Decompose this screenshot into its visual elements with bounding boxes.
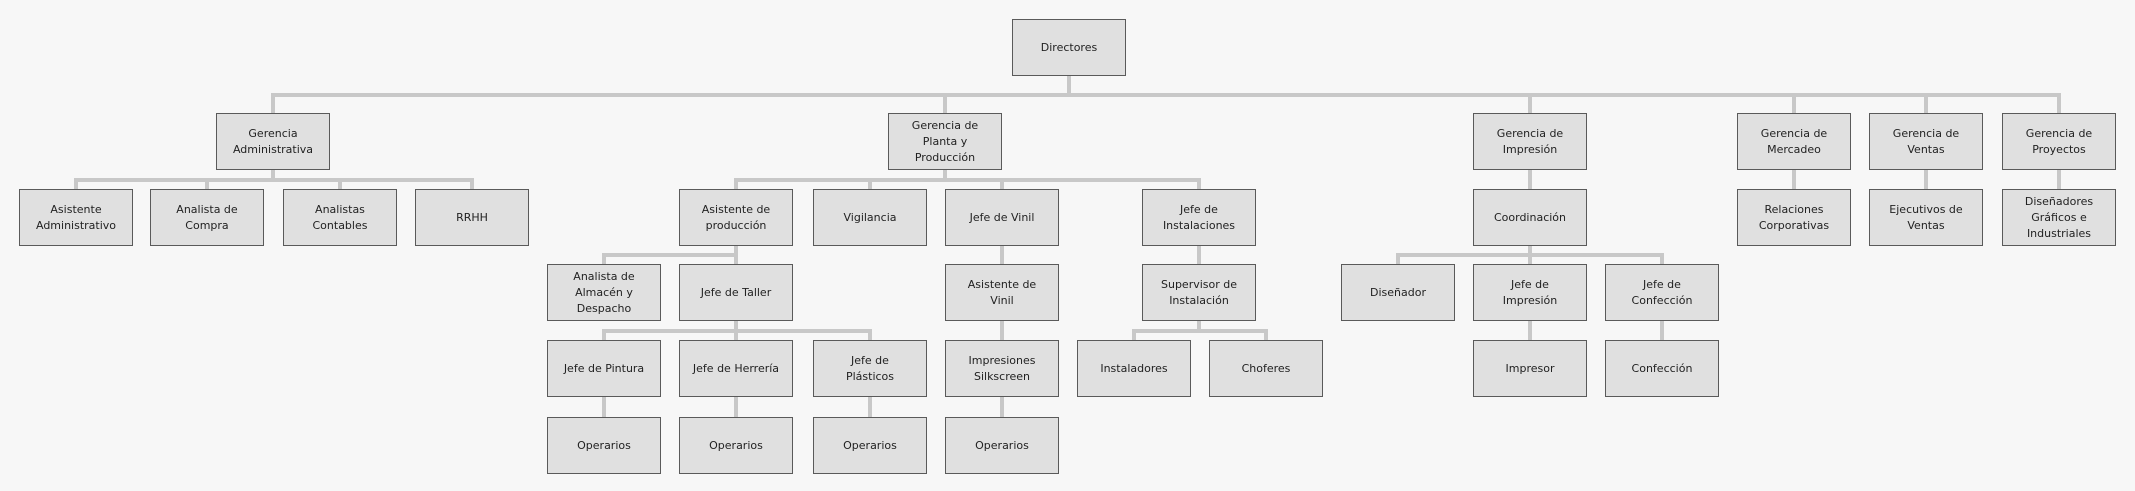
org-node-jpin: Jefe de Pintura: [547, 340, 661, 397]
org-node-rrhh: RRHH: [415, 189, 529, 246]
org-node-analm: Analista de Almacén y Despacho: [547, 264, 661, 321]
org-node-jpla: Jefe de Plásticos: [813, 340, 927, 397]
org-node-gven: Gerencia de Ventas: [1869, 113, 1983, 170]
org-node-jvin: Jefe de Vinil: [945, 189, 1059, 246]
org-node-op1: Operarios: [547, 417, 661, 474]
org-node-gpro: Gerencia de Proyectos: [2002, 113, 2116, 170]
org-node-op2: Operarios: [679, 417, 793, 474]
org-node-vigi: Vigilancia: [813, 189, 927, 246]
org-node-op3: Operarios: [813, 417, 927, 474]
org-node-aspro: Asistente de producción: [679, 189, 793, 246]
org-node-silk: Impresiones Silkscreen: [945, 340, 1059, 397]
org-node-disn: Diseñador: [1341, 264, 1455, 321]
org-node-ejv: Ejecutivos de Ventas: [1869, 189, 1983, 246]
org-node-gadm: Gerencia Administrativa: [216, 113, 330, 170]
org-node-inst: Instaladores: [1077, 340, 1191, 397]
org-node-ancon: Analistas Contables: [283, 189, 397, 246]
org-node-sup: Supervisor de Instalación: [1142, 264, 1256, 321]
org-node-dis: Diseñadores Gráficos e Industriales: [2002, 189, 2116, 246]
org-node-gmer: Gerencia de Mercadeo: [1737, 113, 1851, 170]
org-node-jher: Jefe de Herrería: [679, 340, 793, 397]
org-node-gpla: Gerencia de Planta y Producción: [888, 113, 1002, 170]
org-node-chof: Choferes: [1209, 340, 1323, 397]
org-node-op4: Operarios: [945, 417, 1059, 474]
org-node-jins: Jefe de Instalaciones: [1142, 189, 1256, 246]
org-node-coor: Coordinación: [1473, 189, 1587, 246]
org-node-impr: Impresor: [1473, 340, 1587, 397]
org-node-asadm: Asistente Administrativo: [19, 189, 133, 246]
org-node-asvin: Asistente de Vinil: [945, 264, 1059, 321]
org-node-dir: Directores: [1012, 19, 1126, 76]
org-node-jimp: Jefe de Impresión: [1473, 264, 1587, 321]
org-node-gimp: Gerencia de Impresión: [1473, 113, 1587, 170]
org-node-conf: Confección: [1605, 340, 1719, 397]
org-node-ancom: Analista de Compra: [150, 189, 264, 246]
org-node-rel: Relaciones Corporativas: [1737, 189, 1851, 246]
org-node-jcon: Jefe de Confección: [1605, 264, 1719, 321]
org-node-jtal: Jefe de Taller: [679, 264, 793, 321]
